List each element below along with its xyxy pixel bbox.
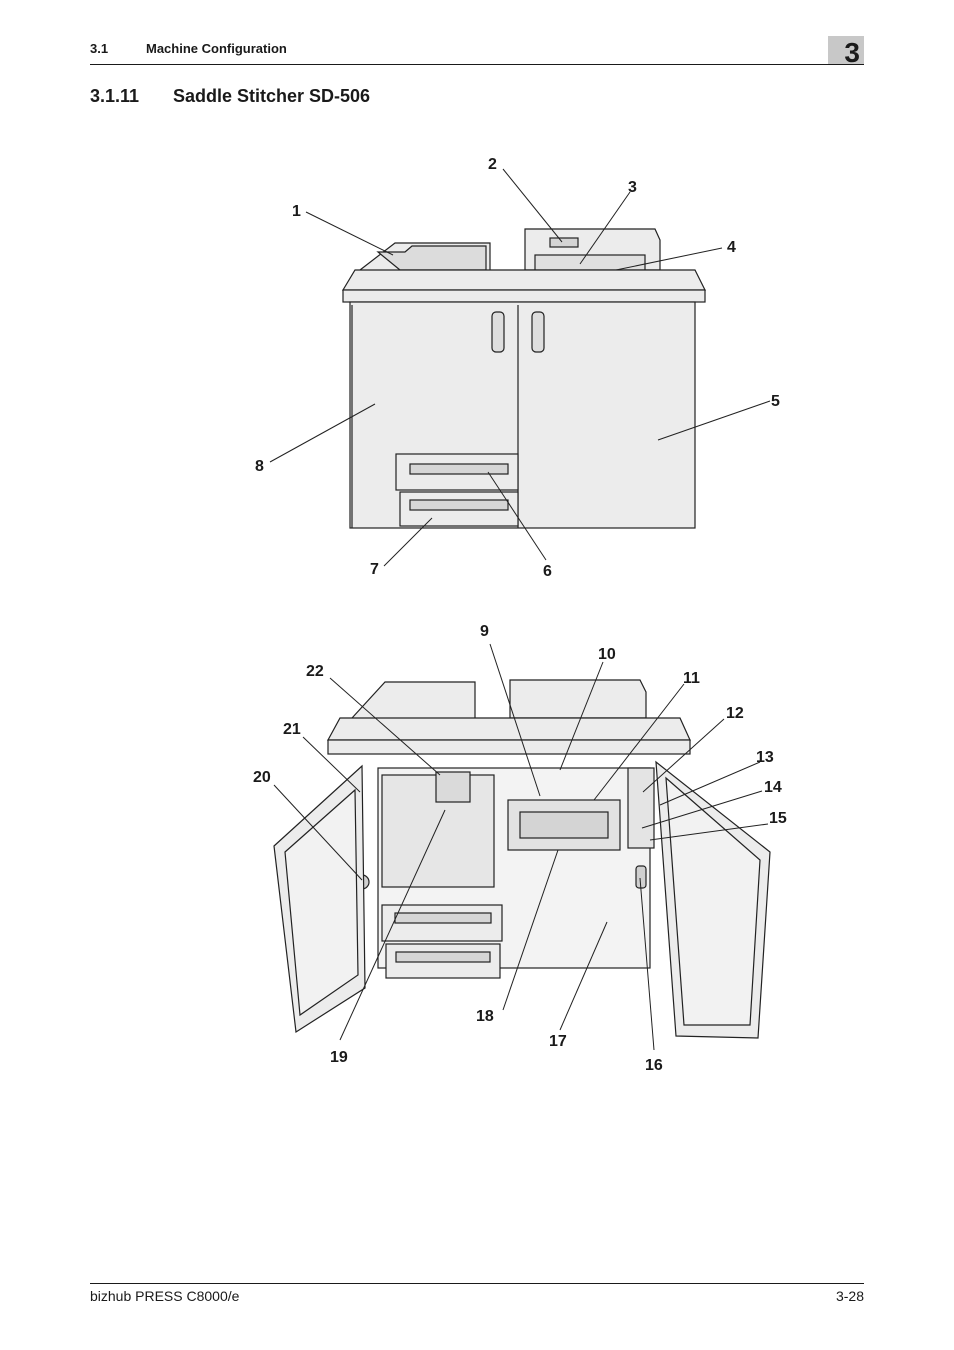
section-title: Saddle Stitcher SD-506: [173, 86, 371, 106]
callout-1: 1: [292, 203, 301, 220]
callout-5: 5: [771, 393, 780, 410]
callout-7: 7: [370, 561, 379, 578]
running-header-section-number: 3.1: [90, 41, 109, 56]
callout-22: 22: [306, 663, 324, 680]
callout-17: 17: [549, 1033, 567, 1050]
callout-6: 6: [543, 563, 552, 580]
callout-2: 2: [488, 156, 497, 173]
callout-12: 12: [726, 705, 744, 722]
running-header-section-title: Machine Configuration: [146, 41, 287, 56]
callout-13: 13: [756, 749, 774, 766]
callout-14: 14: [764, 779, 782, 796]
callout-21: 21: [283, 721, 301, 738]
callout-16: 16: [645, 1057, 663, 1074]
callout-4: 4: [727, 239, 736, 256]
saddle-stitcher-open-illustration: 9 10 11 12 13 14 15 16 17 18 19 20 21 22: [253, 623, 787, 1074]
callout-11: 11: [683, 670, 700, 687]
callout-8: 8: [255, 458, 264, 475]
footer-divider: [90, 1283, 864, 1284]
chapter-number-badge: 3: [828, 36, 864, 68]
callout-9: 9: [480, 623, 489, 640]
callout-20: 20: [253, 769, 271, 786]
saddle-stitcher-closed-illustration: 1 2 3 4 5 6 7 8: [255, 156, 780, 580]
callout-15: 15: [769, 810, 787, 827]
header-divider: [90, 64, 864, 65]
callout-18: 18: [476, 1008, 494, 1025]
footer-product-name: bizhub PRESS C8000/e: [90, 1288, 240, 1304]
callout-3: 3: [628, 179, 637, 196]
callout-10: 10: [598, 646, 616, 663]
footer-page-number: 3-28: [835, 1288, 864, 1304]
callout-19: 19: [330, 1049, 348, 1066]
section-number: 3.1.11: [90, 86, 140, 106]
